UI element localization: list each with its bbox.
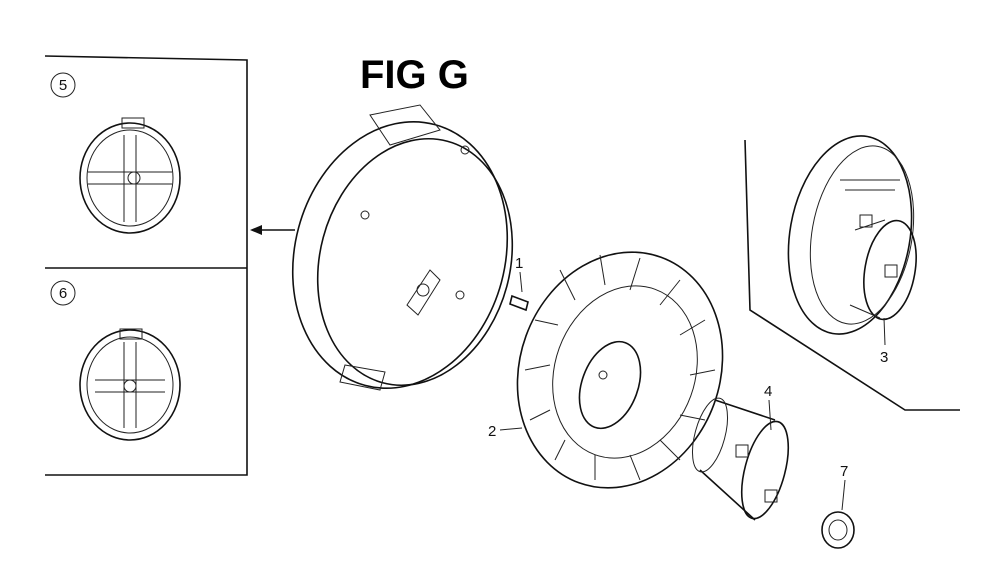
inset-part-6: 6 — [50, 280, 181, 441]
inset-part-5: 5 — [50, 72, 181, 234]
arrow — [250, 225, 295, 235]
flange-nut: 7 — [821, 463, 855, 549]
svg-text:3: 3 — [880, 349, 888, 366]
svg-text:1: 1 — [515, 255, 523, 272]
figure-title: FIG G — [360, 53, 469, 97]
cooling-fan: 2 — [488, 251, 724, 489]
svg-text:4: 4 — [764, 383, 772, 400]
starter-cup: 4 — [691, 383, 790, 521]
starter-housing: 3 — [744, 135, 960, 411]
svg-text:7: 7 — [840, 463, 848, 480]
flywheel — [291, 104, 514, 391]
svg-text:5: 5 — [59, 77, 67, 94]
svg-text:2: 2 — [488, 423, 496, 440]
inset-box — [44, 55, 248, 476]
svg-text:6: 6 — [59, 285, 67, 302]
callout-1: 1 — [509, 255, 529, 312]
